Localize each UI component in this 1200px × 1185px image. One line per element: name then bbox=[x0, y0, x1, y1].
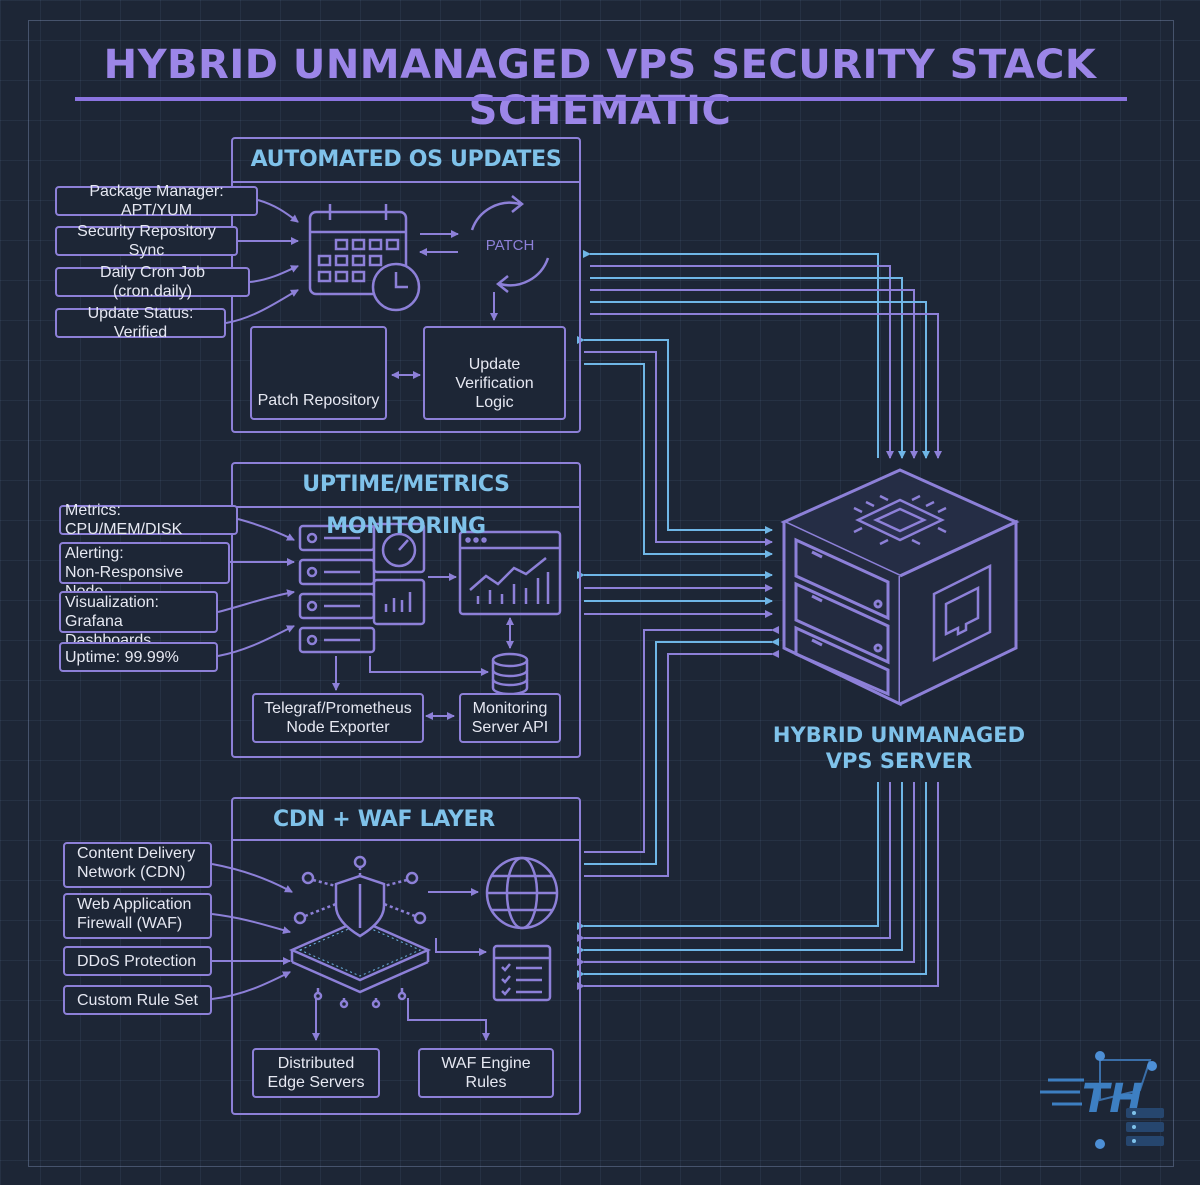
update-verification-box: Update Verification Logic bbox=[423, 326, 566, 420]
cpu-chip-icon bbox=[853, 494, 947, 546]
edge-servers-line2: Edge Servers bbox=[267, 1074, 365, 1091]
os-updates-bus bbox=[577, 250, 942, 558]
patch-cycle-icon bbox=[470, 195, 550, 293]
gauge-icon bbox=[372, 522, 426, 574]
alerting-line1: Alerting: bbox=[65, 545, 124, 562]
edge-servers-box: Distributed Edge Servers bbox=[252, 1048, 380, 1098]
os-input-arrows bbox=[225, 199, 498, 379]
shield-network-icon bbox=[288, 855, 432, 1009]
visualization-label: Visualization: Grafana Dashboards bbox=[59, 591, 218, 649]
cdn-waf-title: CDN + WAF LAYER bbox=[233, 799, 579, 841]
patch-repository-label: Patch Repository bbox=[257, 392, 380, 409]
node-exporter-line1: Telegraf/Prometheus bbox=[264, 700, 412, 717]
waf-rules-box: WAF Engine Rules bbox=[418, 1048, 554, 1098]
waf-line1: Web Application bbox=[77, 896, 192, 913]
monitoring-title: UPTIME/METRICS MONITORING bbox=[233, 464, 579, 539]
title-underline bbox=[75, 97, 1127, 101]
edge-servers-line1: Distributed bbox=[277, 1055, 355, 1072]
update-status-label: Update Status: Verified bbox=[55, 305, 226, 341]
outer-frame bbox=[28, 20, 1174, 1167]
globe-icon bbox=[485, 856, 559, 930]
alerting-label: Alerting: Non-Responsive Node bbox=[59, 542, 230, 600]
patch-repository-box: Patch Repository bbox=[250, 326, 387, 420]
line-chart-window-icon bbox=[458, 530, 562, 616]
metrics-text: Metrics: CPU/MEM/DISK bbox=[65, 502, 183, 538]
ddos-label: DDoS Protection bbox=[63, 946, 212, 976]
checklist-icon bbox=[492, 944, 552, 1002]
custom-rule-text: Custom Rule Set bbox=[77, 991, 198, 1009]
cdn-line1: Content Delivery bbox=[77, 845, 196, 862]
cdn-waf-bus bbox=[577, 626, 939, 990]
node-exporter-box: Telegraf/Prometheus Node Exporter bbox=[252, 693, 424, 743]
update-verification-line2: Logic bbox=[475, 394, 514, 411]
server-label: HYBRID UNMANAGED VPS SERVER bbox=[770, 722, 1028, 774]
waf-label: Web Application Firewall (WAF) bbox=[63, 893, 212, 939]
security-repo-sync-label: Security Repository Sync bbox=[55, 223, 238, 259]
monitoring-section: UPTIME/METRICS MONITORING bbox=[231, 462, 581, 758]
daily-cron-label: Daily Cron Job (cron.daily) bbox=[55, 264, 250, 300]
cdn-waf-section: CDN + WAF LAYER bbox=[231, 797, 581, 1115]
server-label-line1: HYBRID UNMANAGED bbox=[772, 723, 1026, 747]
brand-logo-icon: TH bbox=[1040, 1051, 1164, 1149]
patch-label: PATCH bbox=[486, 237, 535, 254]
waf-rules-line2: Rules bbox=[465, 1074, 507, 1091]
server-label-line2: VPS SERVER bbox=[825, 749, 973, 773]
update-verification-line1: Update Verification bbox=[455, 356, 534, 392]
cdn-line2: Network (CDN) bbox=[77, 864, 186, 881]
ddos-text: DDoS Protection bbox=[77, 952, 197, 970]
monitoring-bus bbox=[577, 571, 773, 618]
cdn-label: Content Delivery Network (CDN) bbox=[63, 842, 212, 888]
node-exporter-line2: Node Exporter bbox=[286, 719, 390, 736]
page-title: HYBRID UNMANAGED VPS SECURITY STACK SCHE… bbox=[103, 42, 1097, 134]
custom-rule-label: Custom Rule Set bbox=[63, 985, 212, 1015]
bar-chart-icon bbox=[372, 578, 426, 626]
waf-rules-line1: WAF Engine bbox=[441, 1055, 531, 1072]
visualization-line1: Visualization: bbox=[65, 594, 159, 611]
monitoring-api-line1: Monitoring bbox=[472, 700, 548, 717]
calendar-clock-icon bbox=[308, 204, 421, 312]
ethernet-port-icon bbox=[932, 563, 992, 663]
uptime-label: Uptime: 99.99% bbox=[59, 642, 218, 672]
monitoring-arrows bbox=[217, 518, 514, 720]
uptime-text: Uptime: 99.99% bbox=[65, 648, 179, 666]
cdn-arrows bbox=[211, 863, 490, 1041]
monitoring-api-line2: Server API bbox=[471, 719, 549, 736]
monitoring-api-box: Monitoring Server API bbox=[459, 693, 561, 743]
os-updates-section: AUTOMATED OS UPDATES bbox=[231, 137, 581, 433]
waf-line2: Firewall (WAF) bbox=[77, 915, 183, 932]
os-updates-title: AUTOMATED OS UPDATES bbox=[233, 139, 579, 183]
package-manager-label: Package Manager: APT/YUM bbox=[55, 183, 258, 219]
metrics-label: Metrics: CPU/MEM/DISK bbox=[59, 502, 238, 538]
